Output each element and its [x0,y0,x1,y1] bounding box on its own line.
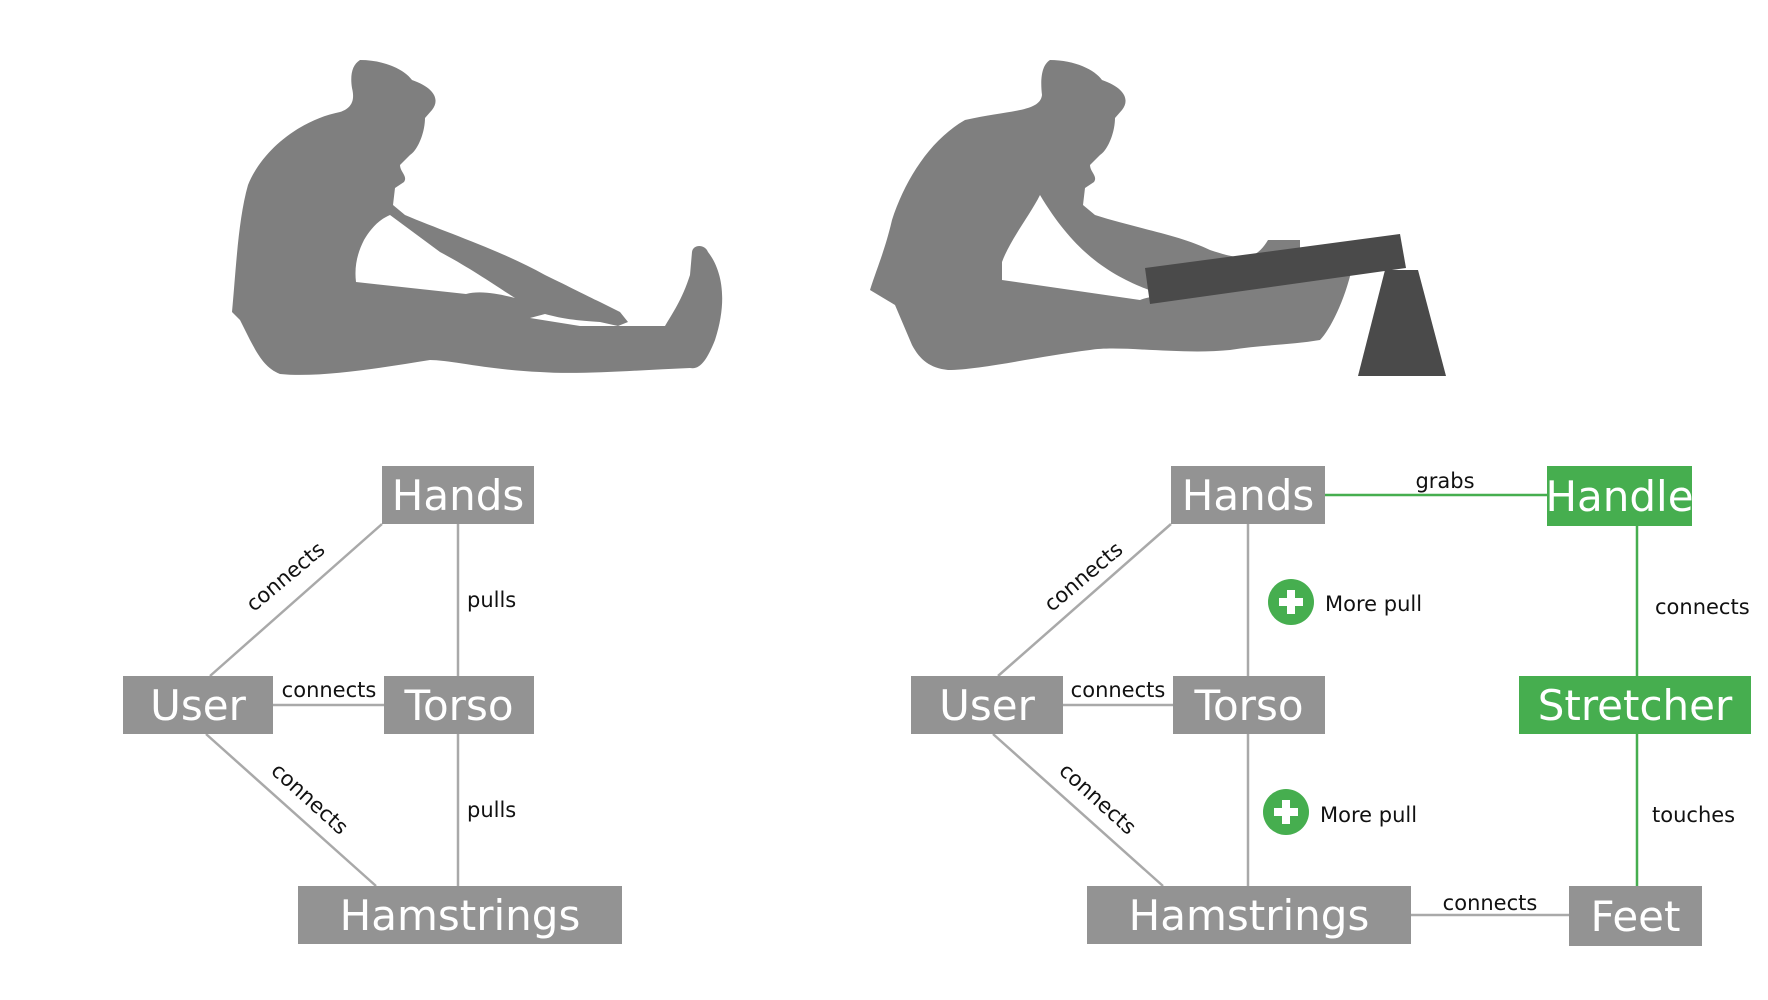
edge-label-handle-stretcher: connects [1655,595,1750,619]
node-torso: Torso [1173,676,1325,734]
node-hamstrings: Hamstrings [1087,886,1411,944]
edge-user-hamstrings [205,733,377,887]
edge-label-torso-hamstrings: pulls [467,798,516,822]
node-user: User [911,676,1063,734]
node-label-user: User [150,681,246,730]
edge-label-user-hands: connects [242,537,330,616]
node-label-hands: Hands [392,471,524,520]
edge-label-hamstrings-feet: connects [1443,891,1538,915]
edges-layer [205,493,1639,917]
plus-circle-icon [1268,579,1314,625]
node-box [1087,886,1411,944]
node-hands: Hands [1171,466,1325,524]
node-box [1173,676,1325,734]
node-box [123,676,273,734]
node-box [1171,466,1325,524]
node-label-hands: Hands [1182,471,1314,520]
edge-label-stretcher-feet: touches [1652,803,1735,827]
edge-label-hands-handle: grabs [1415,469,1474,493]
node-label-torso: Torso [1193,681,1303,730]
edge-user-hamstrings [992,733,1164,887]
person-stretching-silhouette-icon [232,60,723,375]
stretcher-device-icon [1145,234,1446,376]
plus-circle-icon [1263,789,1309,835]
person-stretching-silhouette-icon [870,60,1352,370]
node-label-hamstrings: Hamstrings [1129,891,1370,940]
node-box [1519,676,1751,734]
edge-user-hands [997,523,1172,677]
edge-label-user-torso: connects [282,678,377,702]
node-box [382,466,534,524]
node-box [1569,886,1702,946]
node-user: User [123,676,273,734]
node-label-stretcher: Stretcher [1538,681,1733,730]
edge-label-user-torso: connects [1071,678,1166,702]
node-hands: Hands [382,466,534,524]
edge-label-hands-torso: pulls [467,588,516,612]
node-box [384,676,534,734]
node-feet: Feet [1569,886,1702,946]
node-box [911,676,1063,734]
edge-label-torso-hamstrings: More pull [1320,803,1417,827]
node-handle: Handle [1545,466,1694,526]
node-stretcher: Stretcher [1519,676,1751,734]
node-torso: Torso [384,676,534,734]
node-label-torso: Torso [403,681,513,730]
node-box [1547,466,1692,526]
node-label-hamstrings: Hamstrings [340,891,581,940]
node-box [298,886,622,944]
node-label-feet: Feet [1590,892,1680,941]
edge-label-hands-torso: More pull [1325,592,1422,616]
node-label-handle: Handle [1545,472,1693,521]
edge-label-user-hands: connects [1040,537,1128,616]
node-hamstrings: Hamstrings [298,886,622,944]
node-label-user: User [939,681,1035,730]
edge-user-hands [209,523,383,677]
